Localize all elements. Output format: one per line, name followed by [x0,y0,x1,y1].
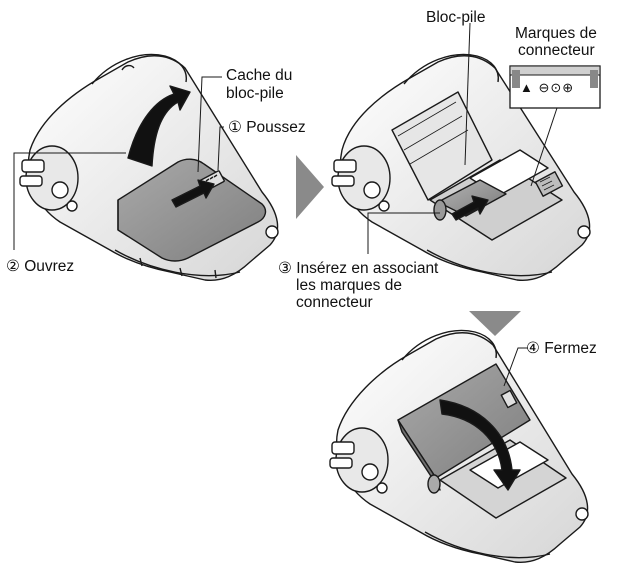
connector-symbols: ▲ ⊖⊙⊕ [520,80,575,95]
label-step3-line2: les marques de [296,277,402,294]
label-connector-marks-line1: Marques de [515,25,597,42]
label-step3-line3: connecteur [296,294,373,311]
connector-marks-inset [509,65,601,109]
leader-lines-step3 [367,22,558,254]
label-step1-push: ① Poussez [228,119,306,136]
next-step-arrow-right [296,155,324,219]
label-connector-marks-line2: connecteur [518,42,595,59]
label-battery-cover-line2: bloc-pile [226,85,284,102]
label-step3-line1: ③ Insérez en associant [278,260,439,277]
next-step-arrow-down [469,311,521,336]
leader-line-step4 [503,347,528,387]
label-battery-pack: Bloc-pile [426,9,486,26]
label-step4-close: ④ Fermez [526,340,597,357]
leader-lines-step1 [13,76,224,250]
camera-step4 [329,329,589,564]
camera-step1 [19,53,279,282]
label-step2-open: ② Ouvrez [6,258,75,275]
label-battery-cover-line1: Cache du [226,67,293,84]
